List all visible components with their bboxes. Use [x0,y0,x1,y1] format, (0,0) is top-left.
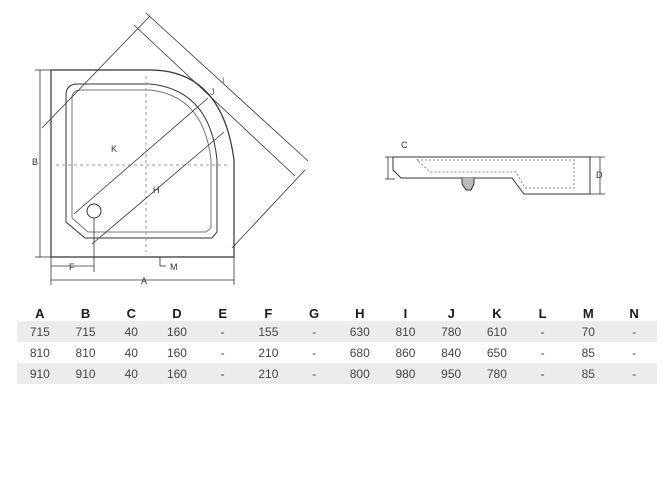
column-header-l: L [538,305,547,321]
table-cell: - [291,363,337,384]
top-view-label-i: I [222,76,225,86]
technical-drawing: B JI K H F A M C D [32,12,605,286]
table-cell: 980 [382,363,429,384]
top-view-label-h: H [153,185,160,195]
table-cell: - [291,321,337,342]
column-header-i: I [403,305,408,321]
top-view-label-b: B [32,157,38,167]
column-header-f: F [264,305,273,321]
dim-line-k [73,97,209,215]
table-cell: 840 [428,342,475,363]
table-cell: 160 [154,363,200,384]
table-cell: 860 [382,342,429,363]
table-cell: 810 [17,342,63,363]
column-header-g: G [309,305,320,321]
table-cell: - [199,363,246,384]
table-cell: 85 [565,342,612,363]
column-header-k: K [492,305,502,321]
table-cell: 800 [336,363,383,384]
column-header-b: B [80,305,91,321]
top-view-label-j: J [210,87,215,97]
table-cell: 715 [62,321,109,342]
table-cell: 910 [17,363,63,384]
table-cell: - [519,321,566,342]
table-cell: - [611,321,657,342]
column-header-d: D [172,305,182,321]
table-cell: 40 [108,342,155,363]
table-cell: 810 [62,342,109,363]
tray-outline [50,69,235,258]
table-cell: 630 [336,321,383,342]
drain-outlet [461,178,475,191]
column-header-a: A [35,305,45,321]
table-cell: 650 [474,342,520,363]
table-cell: - [291,342,337,363]
table-cell: 160 [154,342,200,363]
top-view-label-m: M [170,262,178,272]
table-cell: 85 [565,363,612,384]
top-view-label-k: K [111,144,117,154]
table-cell: 780 [428,321,475,342]
table-cell: 680 [336,342,383,363]
column-header-c: C [126,305,136,321]
table-cell: - [199,342,246,363]
table-cell: 780 [474,363,520,384]
column-header-m: M [582,305,594,321]
side-view-outline [392,156,591,195]
column-header-j: J [447,305,455,321]
table-cell: 160 [154,321,200,342]
table-cell: - [519,363,566,384]
column-header-n: N [629,305,639,321]
table-cell: 910 [62,363,109,384]
table-cell: 40 [108,321,155,342]
column-header-e: E [218,305,227,321]
table-cell: 810 [382,321,429,342]
table-cell: 715 [17,321,63,342]
table-cell: - [519,342,566,363]
table-cell: 70 [565,321,612,342]
table-cell: 210 [245,342,292,363]
side-view-label-c: C [401,140,408,150]
table-header-row: A B C D E F G H I J K L M N [17,305,657,321]
table-cell: 155 [245,321,292,342]
table-cell: - [611,342,657,363]
table-cell: 950 [428,363,475,384]
table-cell: 40 [108,363,155,384]
table-cell: 610 [474,321,520,342]
top-view-label-f: F [69,262,75,272]
column-header-h: H [355,305,365,321]
table-cell: 210 [245,363,292,384]
table-cell: - [611,363,657,384]
top-view-label-a: A [141,276,147,286]
dim-line-h [91,131,225,245]
drain-circle [86,203,102,219]
table-cell: - [199,321,246,342]
basin-outline [65,83,218,239]
side-view-label-d: D [596,170,603,180]
